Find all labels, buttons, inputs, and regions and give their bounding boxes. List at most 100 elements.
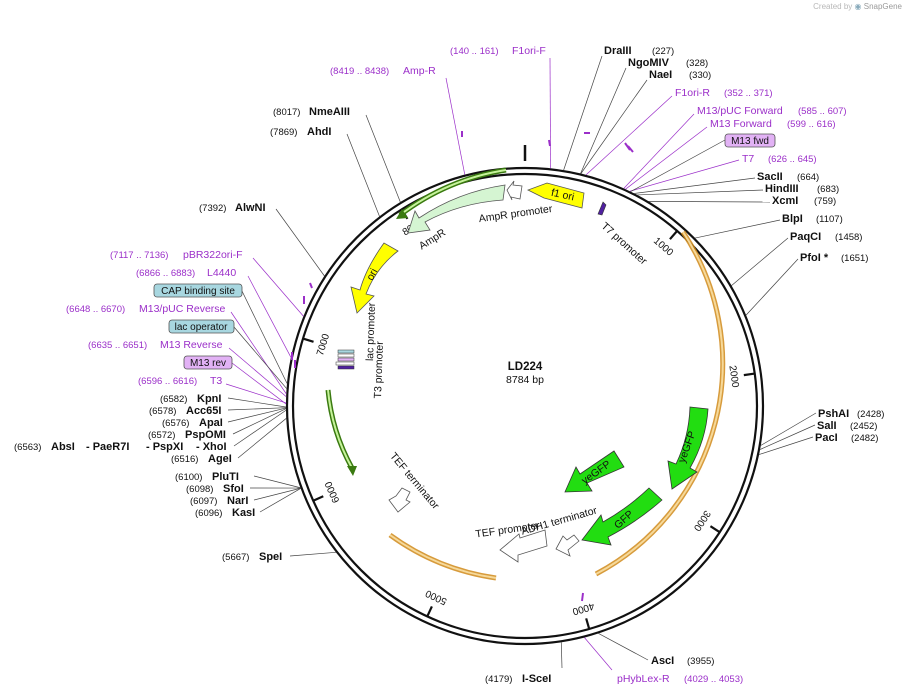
enzyme-position: (6576) xyxy=(162,418,189,429)
enzyme-label: SpeI xyxy=(259,551,282,563)
enzyme-position: (227) xyxy=(652,46,674,57)
gfp-arrow xyxy=(581,487,663,546)
adh1-terminator-arrow xyxy=(555,534,580,557)
f1-ori-label: f1 ori xyxy=(550,187,575,204)
primer-range: (7117 .. 7136) xyxy=(110,250,168,261)
enzyme-labels-right: DraIII (227) NgoMIV (328) NaeI (330) Sac… xyxy=(604,45,884,667)
tick-mark xyxy=(426,605,433,617)
enzyme-position: (664) xyxy=(797,172,819,183)
primer-label: T7 xyxy=(742,153,754,165)
enzyme-position: (6516) xyxy=(171,454,198,465)
primer-range: (140 .. 161) xyxy=(450,46,499,57)
leader-line xyxy=(228,347,287,397)
yegfp-b-arrow xyxy=(667,406,709,490)
m13-rev-box xyxy=(183,355,233,370)
tick-label: 6000 xyxy=(323,479,342,504)
tef-terminator-arrow xyxy=(388,487,411,513)
primer-range: (8419 .. 8438) xyxy=(330,66,389,77)
leader-line xyxy=(259,488,301,513)
leader-line xyxy=(253,475,301,489)
enzyme-position: (6563) xyxy=(14,442,41,453)
m13-rev-label: M13 rev xyxy=(190,358,226,369)
enzyme-label: PacI xyxy=(815,432,838,444)
leader-line xyxy=(623,113,695,189)
leader-line xyxy=(227,407,287,411)
tick-mark xyxy=(669,230,678,240)
lac-cluster xyxy=(335,349,355,370)
primer-range: (626 .. 645) xyxy=(768,154,817,165)
primer-range: (6635 .. 6651) xyxy=(88,340,147,351)
plasmid-name: LD224 xyxy=(508,361,543,373)
tick-mark xyxy=(743,372,755,377)
orf-trace-top-head xyxy=(396,209,408,219)
primer-label: pBR322ori-F xyxy=(183,249,243,261)
orf-trace-right-inner xyxy=(595,231,724,575)
enzyme-position: (1458) xyxy=(835,232,862,243)
leader-line xyxy=(237,418,287,459)
leader-line xyxy=(252,257,304,317)
enzyme-position: (8017) xyxy=(273,107,300,118)
ampr-promoter-label: AmpR promoter xyxy=(478,203,554,225)
enzyme-position: (6098) xyxy=(186,484,213,495)
enzyme-label: NgoMIV xyxy=(628,57,670,69)
enzyme-label: - PspXI xyxy=(146,441,183,453)
t7-promoter-arrow xyxy=(597,201,607,216)
leader-line xyxy=(227,397,287,408)
enzyme-label: SalI xyxy=(817,420,837,432)
leader-line xyxy=(549,57,551,169)
enzyme-label: Acc65I xyxy=(186,405,221,417)
enzyme-label: KasI xyxy=(232,507,255,519)
cap-binding-site-box xyxy=(153,283,243,298)
leader-line xyxy=(695,219,781,239)
primer-range: (4029 .. 4053) xyxy=(684,674,743,685)
enzyme-position: (2452) xyxy=(850,421,877,432)
primer-range: (6866 .. 6883) xyxy=(136,268,195,279)
leader-line xyxy=(625,126,708,190)
leader-line xyxy=(231,362,287,405)
ori-label: ori xyxy=(364,267,380,283)
tef-promoter-arrow xyxy=(499,529,548,563)
leader-line xyxy=(585,95,673,176)
leader-line xyxy=(225,383,287,404)
leader-line xyxy=(760,412,817,446)
leader-line xyxy=(233,326,287,389)
tick-label: 4000 xyxy=(571,600,596,617)
credit-prefix: Created by xyxy=(813,2,853,11)
enzyme-position: (759) xyxy=(814,196,836,207)
enzyme-label: AbsI xyxy=(51,441,75,453)
ori-arrow xyxy=(350,242,399,314)
enzyme-position: (7392) xyxy=(199,203,226,214)
orf-trace-bottom xyxy=(388,532,497,581)
leader-line xyxy=(275,208,325,277)
enzyme-position: (6096) xyxy=(195,508,222,519)
enzyme-label: - PaeR7I xyxy=(86,441,129,453)
leader-line xyxy=(634,177,756,194)
primer-label: pHybLex-R xyxy=(617,673,670,685)
primer-marks xyxy=(291,131,634,602)
leader-line xyxy=(445,77,466,175)
enzyme-label: SacII xyxy=(757,171,783,183)
leader-lines xyxy=(225,55,817,671)
enzyme-position: (330) xyxy=(689,70,711,81)
credit-brand: SnapGene xyxy=(863,2,902,11)
enzyme-label: NmeAIII xyxy=(309,106,350,118)
tick-label: 2000 xyxy=(726,365,740,389)
leader-line xyxy=(637,189,764,196)
leader-line xyxy=(759,424,816,450)
lac-operator-box xyxy=(168,319,235,334)
enzyme-label: AlwNI xyxy=(235,202,266,214)
enzyme-position: (7869) xyxy=(270,127,297,138)
f1-ori-arrow xyxy=(526,182,585,209)
leader-line xyxy=(648,201,771,203)
primer-label: Amp-R xyxy=(403,65,436,77)
enzyme-label: AscI xyxy=(651,655,674,667)
enzyme-label: I-SceI xyxy=(522,673,551,685)
primer-label: T3 xyxy=(210,375,222,387)
leader-line xyxy=(241,290,288,384)
leader-line xyxy=(629,159,740,192)
orf-trace-left-inner xyxy=(327,389,353,469)
primer-label: M13 Reverse xyxy=(160,339,223,351)
lac-operator-label: lac operator xyxy=(175,322,228,333)
yegfp-a-arrow xyxy=(564,450,625,493)
